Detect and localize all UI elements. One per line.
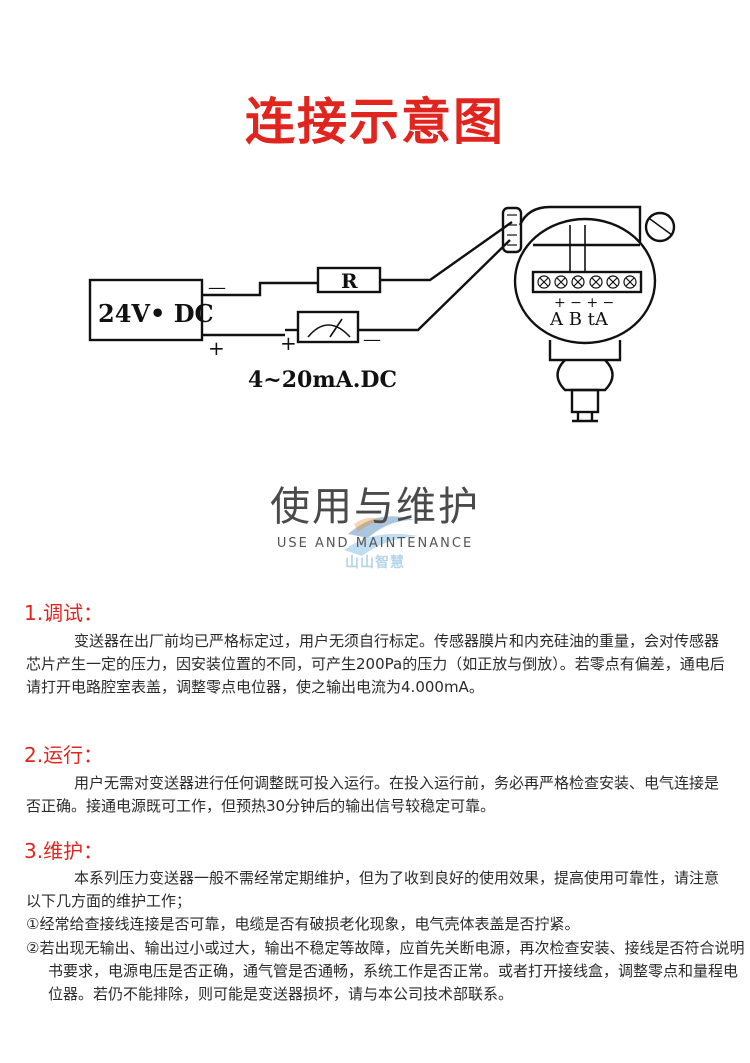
heading-debug: 1.调试： [24, 601, 104, 625]
current-label: 4~20mA.DC [248, 367, 397, 393]
page-title: 连接示意图 [245, 93, 505, 151]
connection-diagram: 24V• DC R 4~20mA.DC — + + — + − + − A B … [88, 205, 676, 423]
plus-sign-supply: + [208, 336, 225, 360]
paragraph-operation: 用户无需对变送器进行任何调整既可投入运行。在投入运行前，务必再严格检查安装、电气… [26, 774, 720, 815]
minus-sign-meter: — [363, 329, 381, 350]
resistor-label: R [341, 269, 358, 293]
power-label: 24V• DC [98, 299, 214, 328]
terminal-signs: + − + − [554, 295, 614, 311]
heading-maintenance: 3.维护： [24, 839, 104, 863]
maintenance-item-2: ②若出现无输出、输出过小或过大，输出不稳定等故障，应首先关断电源，再次检查安装、… [26, 939, 745, 1003]
maintenance-item-1: ①经常给查接线连接是否可靠，电缆是否有破损老化现象，电气壳体表盖是否拧紧。 [26, 915, 580, 933]
heading-operation: 2.运行： [24, 743, 104, 767]
paragraph-maintenance: 本系列压力变送器一般不需经常定期维护，但为了收到良好的使用效果，提高使用可靠性，… [26, 869, 720, 910]
ammeter [296, 310, 360, 344]
power-supply-box [88, 278, 204, 342]
section-subtitle: USE AND MAINTENANCE [276, 536, 474, 551]
wire-negative [202, 281, 318, 297]
transmitter-housing [518, 205, 642, 243]
plus-sign-meter: + [280, 331, 297, 355]
terminal-labels: A B tA [549, 309, 609, 330]
paragraph-debug: 变送器在出厂前均已严格标定过，用户无须自行标定。传感器膜片和内充硅油的重量，会对… [26, 632, 725, 696]
watermark-logo [344, 516, 418, 556]
minus-sign-supply: — [208, 277, 226, 298]
watermark-text: 山山智慧 [345, 555, 405, 571]
section-title: 使用与维护 [270, 484, 480, 530]
